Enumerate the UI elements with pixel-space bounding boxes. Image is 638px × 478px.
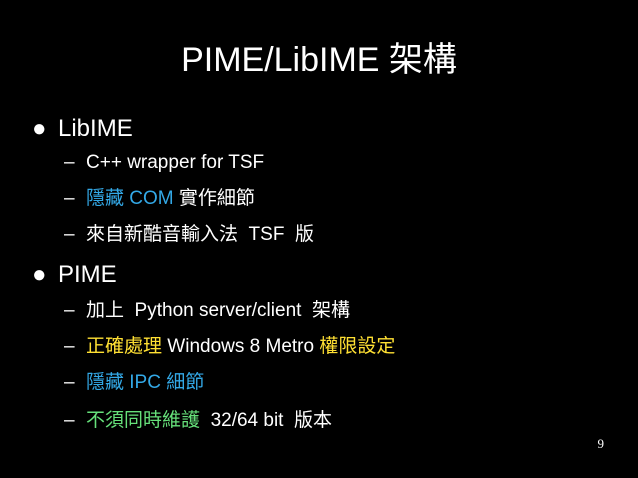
sub-item: –正確處理 Windows 8 Metro 權限設定 bbox=[64, 334, 395, 360]
sub-item-text-highlight: 隱藏 IPC 細節 bbox=[86, 372, 205, 393]
sub-item: –加上 Python server/client 架構 bbox=[64, 298, 350, 324]
sub-item: –隱藏 COM 實作細節 bbox=[64, 186, 255, 212]
dash-marker: – bbox=[64, 152, 75, 173]
dash-marker: – bbox=[64, 300, 75, 321]
dash-marker: – bbox=[64, 372, 75, 393]
sub-item: –隱藏 IPC 細節 bbox=[64, 370, 204, 396]
dash-marker: – bbox=[64, 224, 75, 245]
sub-item-text: 實作細節 bbox=[173, 188, 255, 209]
bullet-dot-icon: ● bbox=[32, 261, 47, 288]
sub-item: –來自新酷音輸入法 TSF 版 bbox=[64, 222, 314, 248]
dash-marker: – bbox=[64, 410, 75, 431]
bullet-label: PIME bbox=[58, 261, 117, 288]
sub-item: –不須同時維護 32/64 bit 版本 bbox=[64, 408, 332, 434]
sub-item: –C++ wrapper for TSF bbox=[64, 150, 264, 176]
sub-item-text: 加上 Python server/client 架構 bbox=[86, 300, 350, 321]
dash-marker: – bbox=[64, 336, 75, 357]
sub-item-text: 來自新酷音輸入法 TSF 版 bbox=[86, 224, 315, 245]
sub-item-text: Windows 8 Metro bbox=[162, 336, 320, 357]
sub-item-text-highlight: 不須同時維護 bbox=[86, 410, 201, 431]
sub-item-text-highlight: 隱藏 COM bbox=[86, 188, 174, 209]
page-number: 9 bbox=[597, 436, 605, 451]
sub-item-text-highlight: 正確處理 bbox=[86, 336, 163, 357]
sub-item-text: 32/64 bit 版本 bbox=[200, 410, 333, 431]
slide-title: PIME/LibIME 架構 bbox=[181, 41, 457, 79]
bullet-label: LibIME bbox=[58, 115, 133, 142]
bullet-libime: ● LibIME bbox=[32, 114, 133, 144]
sub-item-text: C++ wrapper for TSF bbox=[86, 152, 265, 173]
dash-marker: – bbox=[64, 188, 75, 209]
sub-item-text-highlight: 權限設定 bbox=[319, 336, 396, 357]
bullet-pime: ● PIME bbox=[32, 260, 117, 290]
bullet-dot-icon: ● bbox=[32, 115, 47, 142]
